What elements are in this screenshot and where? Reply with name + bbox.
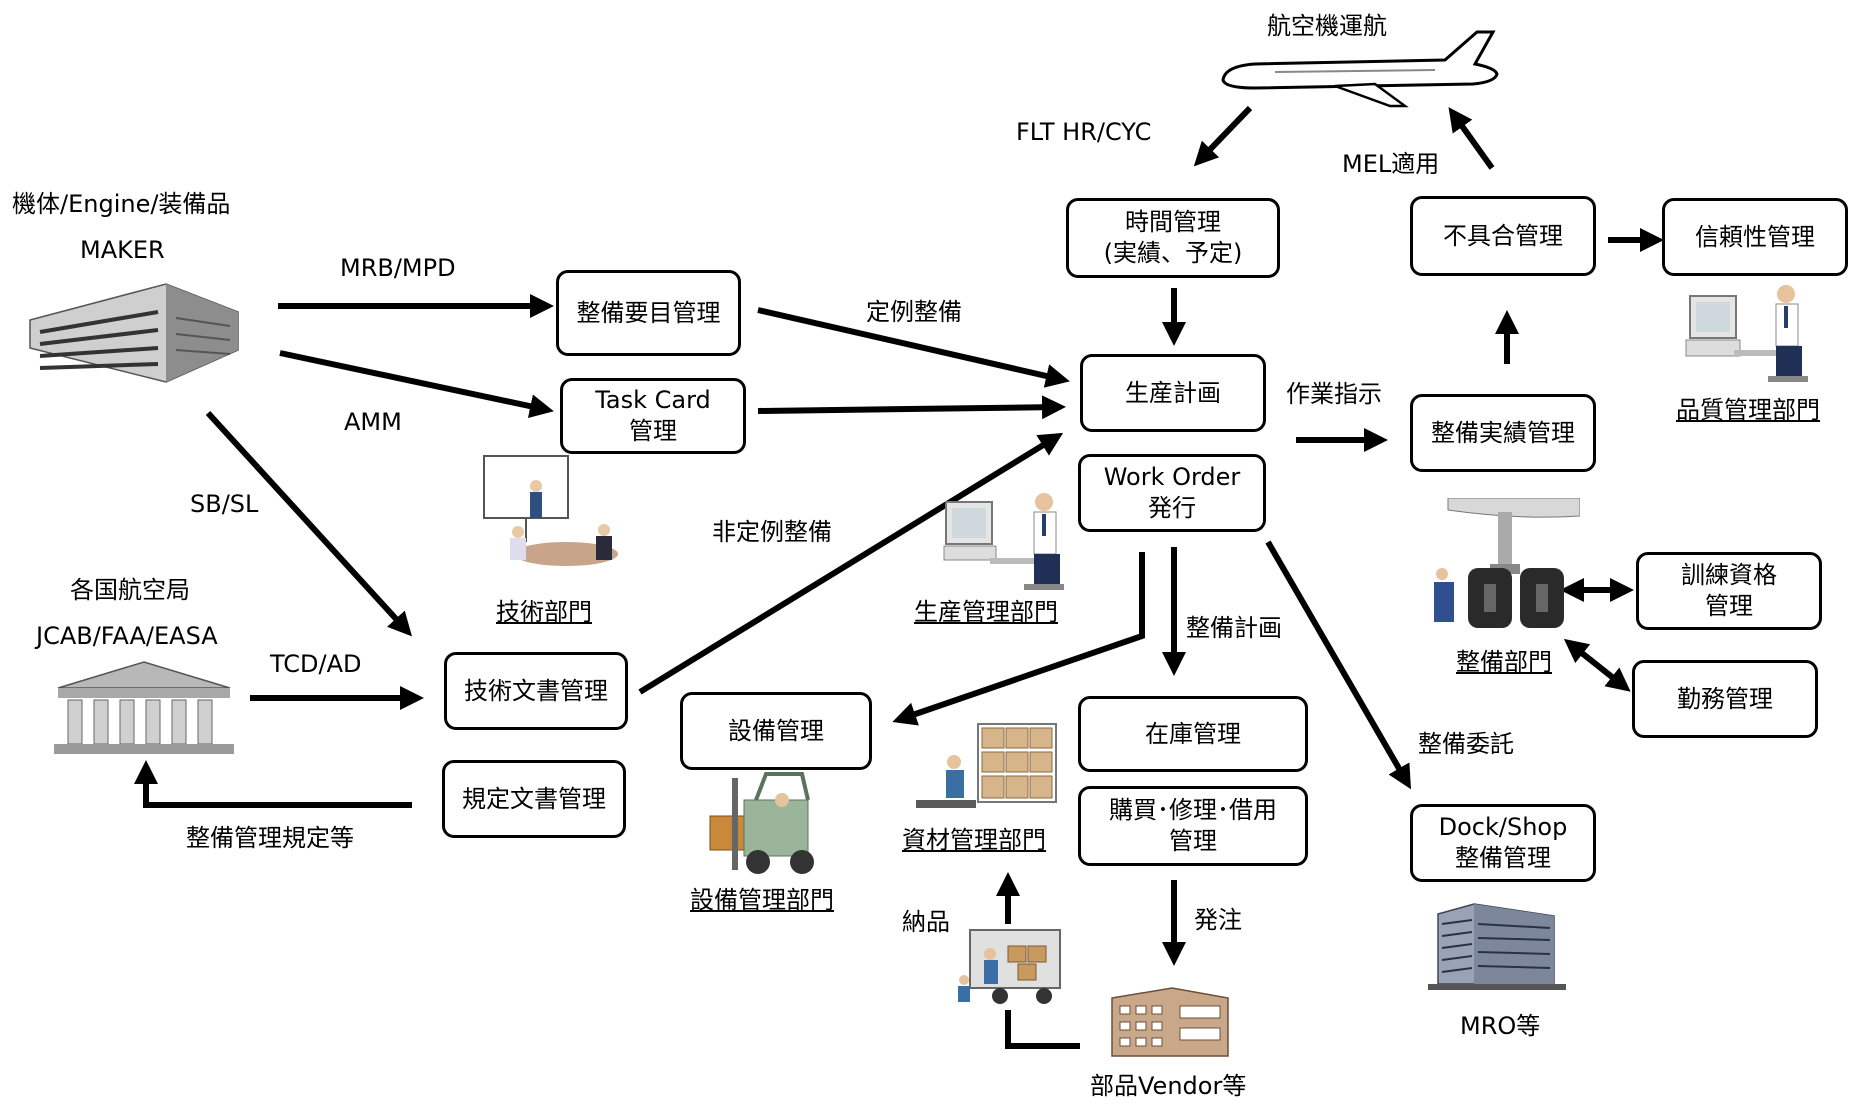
dock-shop-box: Dock/Shop 整備管理 — [1410, 804, 1596, 882]
box-label: Dock/Shop — [1438, 813, 1568, 841]
label-mrb: MRB/MPD — [340, 254, 456, 282]
box-label: (実績、予定) — [1103, 239, 1243, 267]
label-kakkoku-1: 各国航空局 — [70, 576, 190, 604]
box-label: 不具合管理 — [1443, 221, 1563, 250]
box-label: 信頼性管理 — [1695, 222, 1815, 251]
box-label: 発行 — [1148, 494, 1196, 522]
jikan-box: 時間管理 (実績、予定) — [1066, 198, 1280, 278]
computer-worker-icon — [1685, 285, 1808, 382]
arrow-sbsl — [205, 410, 413, 637]
box-label: 管理 — [1705, 592, 1753, 620]
government-building-icon — [54, 661, 234, 754]
box-label: 購買･修理･借用 — [1109, 796, 1277, 824]
kunren-box: 訓練資格 管理 — [1636, 552, 1822, 630]
warehouse-icon — [916, 723, 1057, 808]
arrow-kitei — [134, 760, 412, 808]
gijutsu-bunsho-box: 技術文書管理 — [444, 652, 628, 730]
dept-seisan: 生産管理部門 — [914, 598, 1058, 626]
dept-hinshitsu: 品質管理部門 — [1676, 396, 1820, 424]
kinmu-box: 勤務管理 — [1632, 660, 1818, 738]
box-label: 設備管理 — [728, 716, 824, 745]
box-label: Work Order — [1103, 463, 1241, 491]
fuguai-box: 不具合管理 — [1410, 196, 1596, 276]
label-flt: FLT HR/CYC — [1016, 118, 1152, 146]
box-label: 訓練資格 — [1681, 561, 1777, 589]
box-label: Task Card — [595, 386, 711, 414]
box-label: 整備要目管理 — [576, 298, 721, 327]
arrow-taskcard — [757, 395, 1066, 420]
label-hiteirei: 非定例整備 — [712, 518, 832, 546]
label-sagyo-shiji: 作業指示 — [1286, 380, 1382, 408]
label-tcd: TCD/AD — [270, 650, 362, 678]
seisan-keikaku-box: 生産計画 — [1080, 354, 1266, 432]
box-label: 時間管理 — [1125, 208, 1221, 236]
label-amm: AMM — [344, 408, 402, 436]
arrow-amm — [279, 350, 554, 418]
truck-icon — [958, 929, 1061, 1004]
dept-gijutsu: 技術部門 — [496, 598, 592, 626]
label-kokuki-unko: 航空機運航 — [1267, 12, 1387, 40]
maker-building-icon — [29, 283, 239, 383]
label-vendor: 部品Vendor等 — [1090, 1072, 1247, 1100]
kobai-box: 購買･修理･借用 管理 — [1078, 786, 1308, 866]
box-label: 規定文書管理 — [462, 784, 606, 813]
landing-gear-icon — [1434, 498, 1580, 628]
dept-shizai: 資材管理部門 — [902, 826, 1046, 854]
label-mro: MRO等 — [1460, 1012, 1541, 1040]
label-maker-2: MAKER — [80, 236, 165, 264]
vendor-building-icon — [1111, 987, 1229, 1057]
label-teirei: 定例整備 — [866, 298, 962, 326]
box-label: 管理 — [629, 417, 677, 445]
task-card-box: Task Card 管理 — [560, 378, 746, 454]
work-order-box: Work Order 発行 — [1078, 454, 1266, 532]
box-label: 整備管理 — [1455, 844, 1551, 872]
arrow-nohin — [1005, 1010, 1080, 1049]
setsubi-box: 設備管理 — [680, 692, 872, 770]
zaiko-box: 在庫管理 — [1078, 696, 1308, 772]
box-label: 生産計画 — [1125, 378, 1221, 407]
label-seibi-keikaku: 整備計画 — [1186, 614, 1282, 642]
shinraisei-box: 信頼性管理 — [1662, 198, 1848, 276]
box-label: 管理 — [1169, 827, 1217, 855]
box-label: 技術文書管理 — [464, 676, 608, 705]
dept-setsubi: 設備管理部門 — [690, 886, 834, 914]
label-maker-1: 機体/Engine/装備品 — [12, 190, 231, 218]
mro-building-icon — [1428, 903, 1566, 990]
box-label: 整備実績管理 — [1431, 418, 1575, 447]
kitei-bunsho-box: 規定文書管理 — [442, 760, 626, 838]
box-label: 勤務管理 — [1677, 684, 1773, 713]
seibi-yomoku-box: 整備要目管理 — [556, 270, 741, 356]
label-mel: MEL適用 — [1342, 150, 1440, 178]
forklift-icon — [709, 772, 814, 874]
arrow-kinmu — [1563, 638, 1631, 692]
arrow-hiteirei — [638, 432, 1064, 695]
computer-worker-icon — [943, 493, 1064, 590]
jisseki-box: 整備実績管理 — [1410, 394, 1596, 472]
arrow-itaku — [1265, 540, 1412, 790]
box-label: 在庫管理 — [1145, 719, 1241, 748]
arrow-teirei — [757, 307, 1070, 388]
meeting-icon — [483, 455, 618, 566]
airplane-icon — [1221, 30, 1499, 108]
label-kakkoku-2: JCAB/FAA/EASA — [36, 622, 218, 650]
dept-seibi: 整備部門 — [1456, 648, 1552, 676]
label-sbsl: SB/SL — [190, 490, 259, 518]
arrow-setsubi — [892, 552, 1145, 726]
label-nohin: 納品 — [902, 908, 950, 936]
label-seibi-itaku: 整備委託 — [1418, 730, 1514, 758]
label-hatchu: 発注 — [1194, 906, 1242, 934]
arrow-mel — [1448, 107, 1495, 170]
arrow-flt — [1193, 105, 1253, 167]
label-seibi-kitei: 整備管理規定等 — [186, 824, 354, 852]
